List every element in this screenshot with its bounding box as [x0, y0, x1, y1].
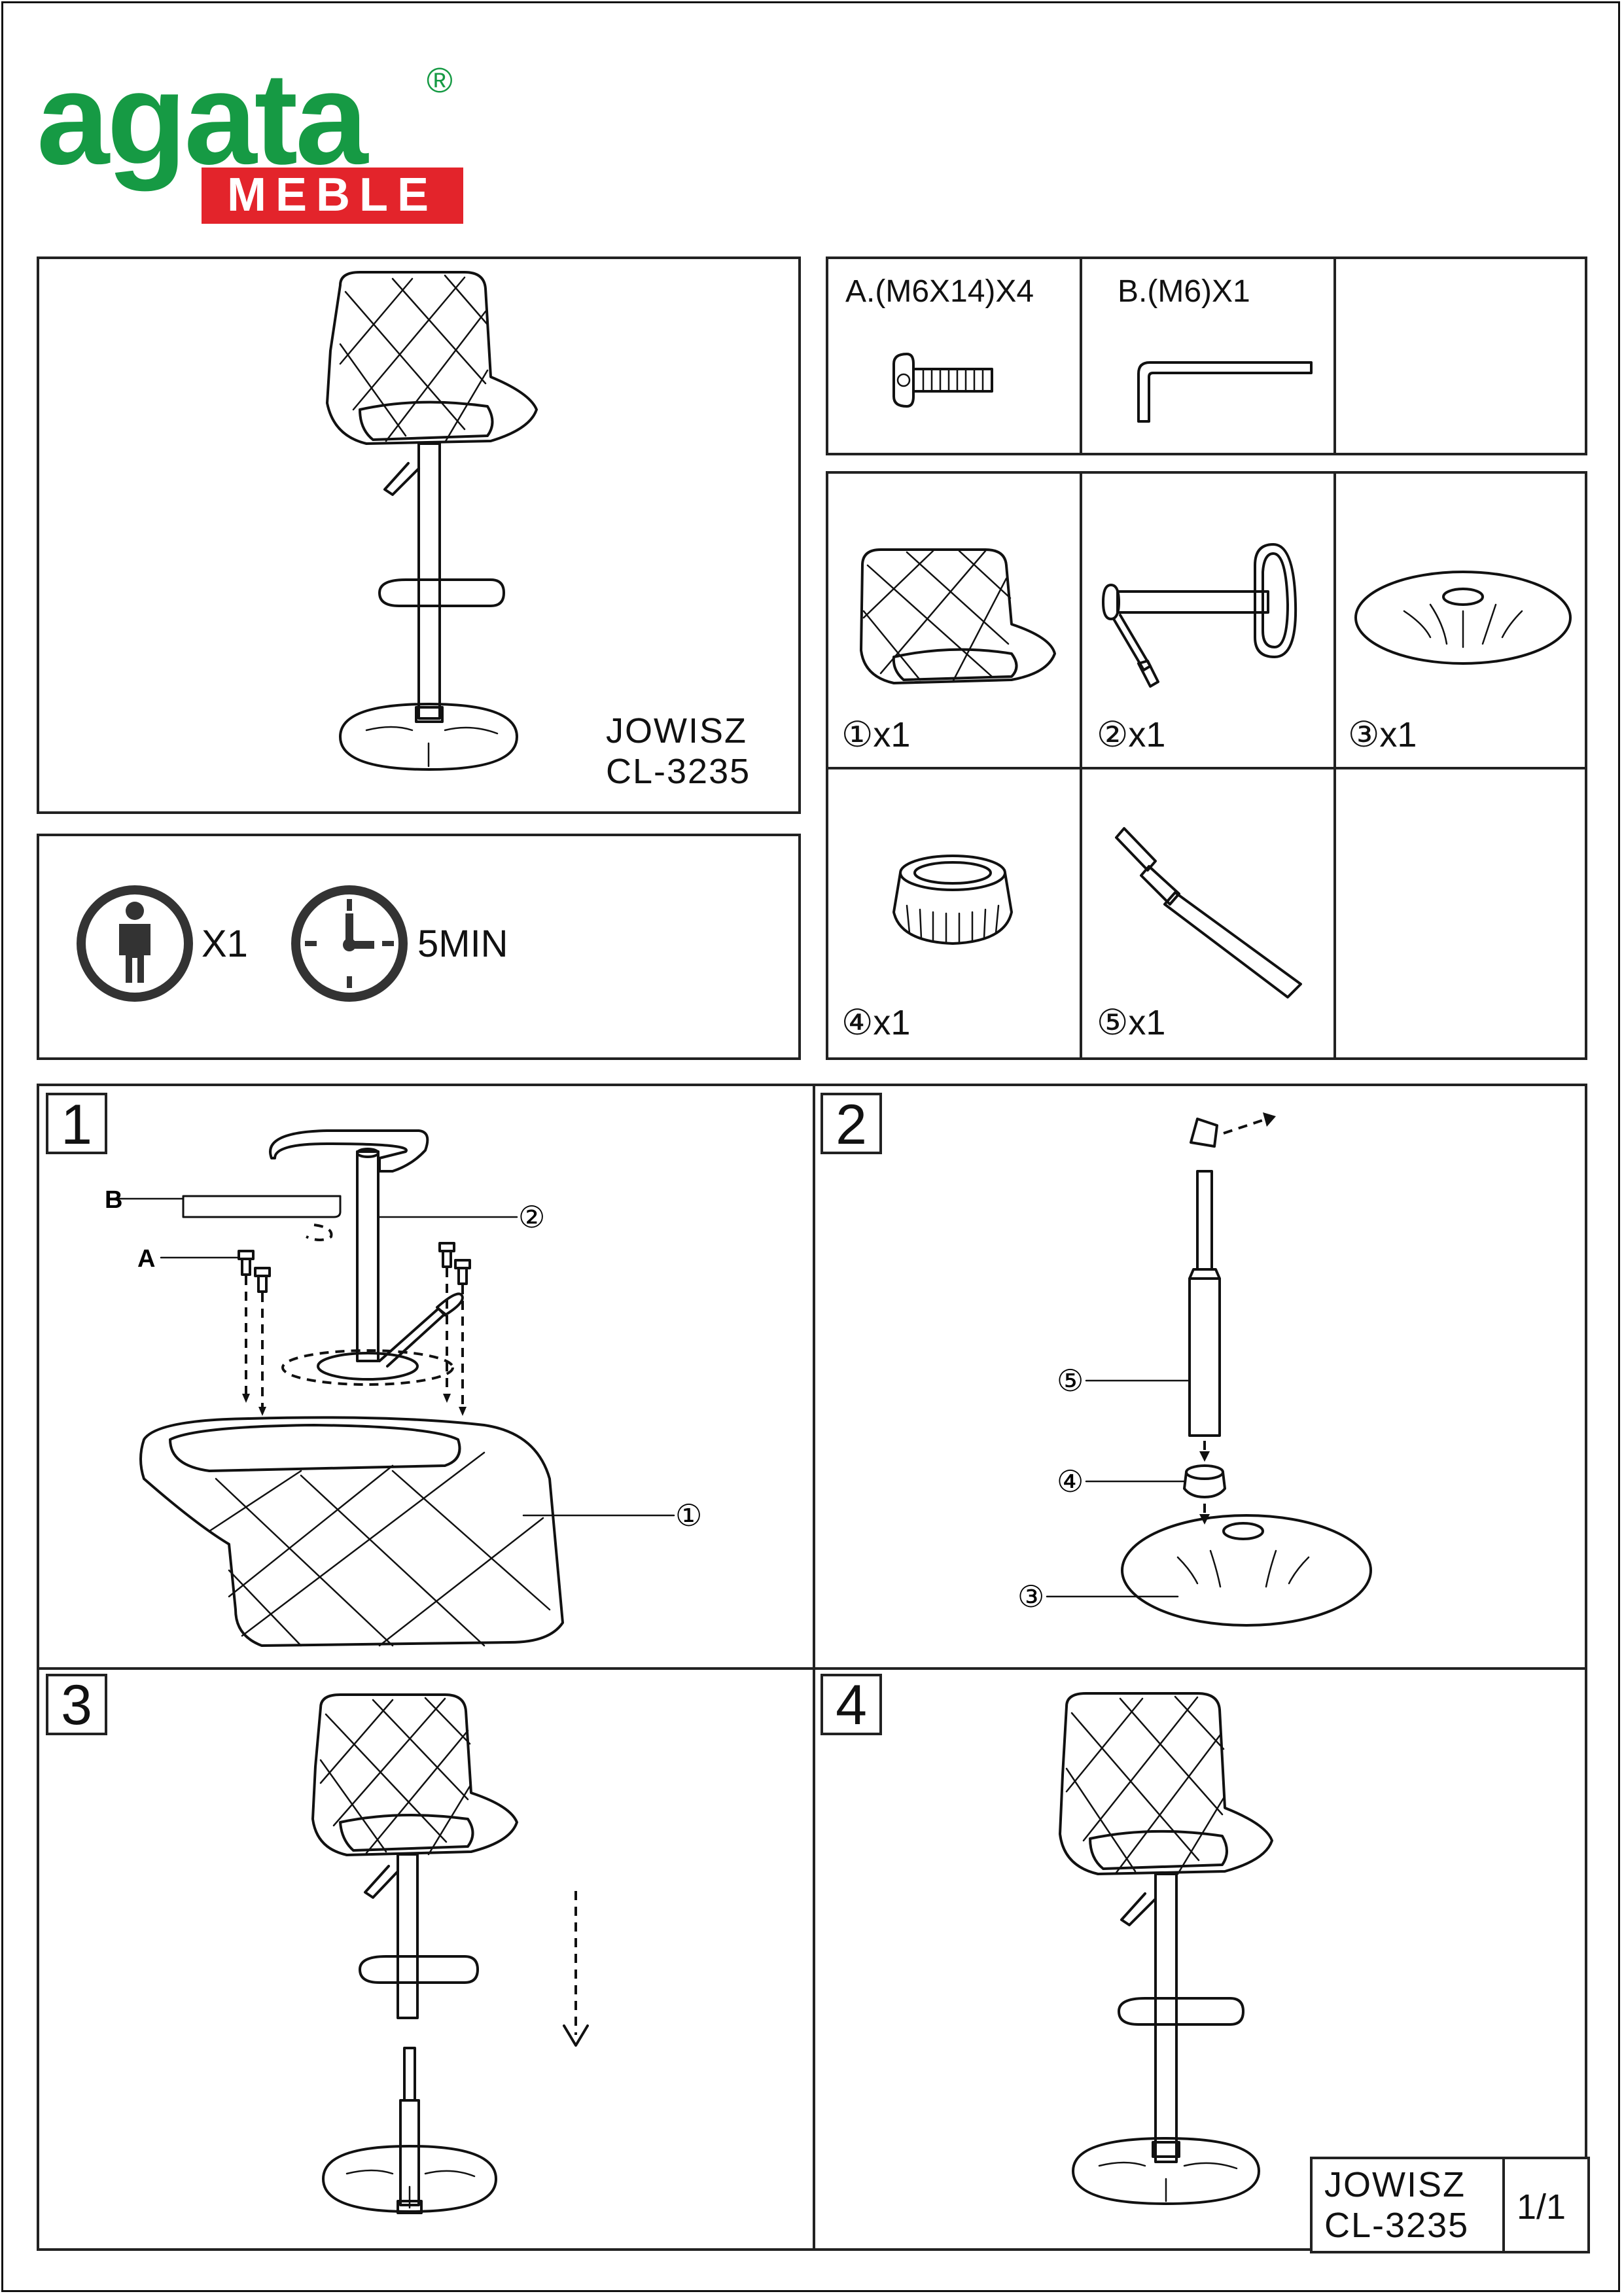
hardware-box: A.(M6X14)X4 B.(M6)X1 [826, 256, 1587, 455]
seat-icon [860, 548, 1056, 684]
product-box: JOWISZ CL-3235 [37, 256, 801, 814]
brand-name: agata [37, 46, 368, 192]
step-2-callout-5: ⑤ [1057, 1364, 1084, 1398]
hardware-b-label: B.(M6)X1 [1118, 274, 1250, 309]
step-3-down-arrow [563, 1891, 589, 2047]
footer-product-code: CL-3235 [1324, 2206, 1470, 2245]
step-1-callout-1: ① [675, 1498, 702, 1532]
part-3-label: ③x1 [1348, 715, 1417, 754]
step-1-drawing: ② B A ① [105, 1129, 702, 1647]
step-1-callout-b: B [105, 1186, 122, 1214]
steps-grid: 1 ② B A ① 2 [37, 1084, 1590, 2253]
product-code: CL-3235 [606, 752, 751, 791]
step-1-number: 1 [46, 1093, 107, 1154]
clock-icon [291, 885, 408, 1002]
assembly-time: 5MIN [417, 923, 508, 965]
step-1-callout-a: A [137, 1245, 155, 1273]
screw-icon [892, 353, 993, 408]
requirements-box: X1 5MIN [37, 834, 801, 1060]
footer-title: JOWISZ CL-3235 [1324, 2164, 1469, 2246]
footer-product-name: JOWISZ [1324, 2165, 1466, 2204]
parts-box: ①x1 ②x1 ③x1 ④x1 ⑤x1 [826, 471, 1587, 1060]
step-2-callout-3: ③ [1017, 1580, 1044, 1614]
part-2-label: ②x1 [1097, 715, 1166, 754]
brand-sub: MEBLE [227, 169, 438, 221]
part-5-label: ⑤x1 [1097, 1003, 1166, 1042]
step-2-drawing: ⑤ ④ ③ [1017, 1112, 1372, 1627]
step-1-callout-2: ② [518, 1200, 545, 1234]
step-3-number: 3 [46, 1674, 107, 1735]
person-icon [77, 885, 193, 1002]
step-2-number: 2 [821, 1093, 882, 1154]
brand-registered-mark: ® [427, 61, 453, 100]
bar-stool-assembled-drawing [326, 271, 538, 771]
step-3-drawing [311, 1693, 518, 2214]
step-4-number: 4 [821, 1674, 882, 1735]
gas-lift-icon [1115, 827, 1302, 998]
product-title: JOWISZ CL-3235 [606, 711, 750, 792]
page-number: 1/1 [1517, 2187, 1566, 2227]
step-2-callout-4: ④ [1057, 1464, 1084, 1498]
part-1-label: ①x1 [841, 715, 911, 754]
column-footrest-icon [1102, 543, 1297, 688]
product-name: JOWISZ [606, 711, 747, 751]
brand-sub-badge: MEBLE [202, 168, 463, 224]
part-4-label: ④x1 [841, 1003, 911, 1042]
allen-key-icon [1137, 361, 1313, 423]
step-4-drawing [1059, 1692, 1273, 2205]
hardware-a-label: A.(M6X14)X4 [845, 274, 1034, 309]
footer-title-block: JOWISZ CL-3235 1/1 [1310, 2157, 1590, 2253]
base-icon [1354, 571, 1572, 665]
ring-icon [892, 855, 1013, 945]
persons-count: X1 [202, 923, 248, 965]
